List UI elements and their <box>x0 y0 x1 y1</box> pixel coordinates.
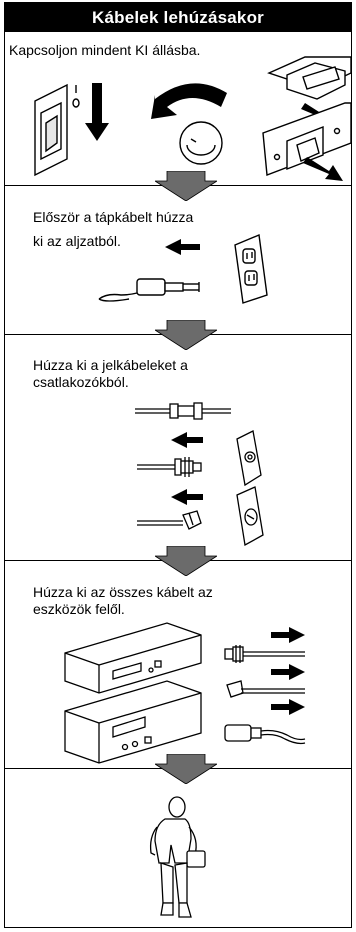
step-2-text: Először a tápkábelt húzza ki az aljzatbó… <box>33 209 193 250</box>
right-arrow-icon-2 <box>271 664 305 680</box>
power-cable-end-icon <box>224 724 306 745</box>
rotary-knob-icon <box>179 121 223 165</box>
step-4-line-1: Húzza ki az összes kábelt az <box>33 584 213 600</box>
next-step-arrow-icon <box>155 171 217 201</box>
step-3-line-1: Húzza ki a jelkábeleket a <box>33 357 188 373</box>
right-arrow-icon <box>271 627 305 643</box>
device-box-icon-2 <box>64 680 202 764</box>
power-plug-icon <box>98 278 200 302</box>
left-arrow-icon <box>171 432 203 448</box>
wall-switch-icon <box>267 56 351 100</box>
coax-cable-end-icon <box>224 645 305 663</box>
next-step-arrow-icon <box>155 754 217 784</box>
head-icon <box>168 796 186 818</box>
coax-wall-jack-icon <box>236 430 262 487</box>
signal-cables-illustration <box>135 402 264 547</box>
step-2-line-2: ki az aljzatból. <box>33 233 121 249</box>
phone-cable-end-icon <box>226 680 305 698</box>
device-box-icon <box>64 622 202 694</box>
next-step-arrow-icon <box>155 320 217 350</box>
press-arrow-icon-2 <box>303 157 343 181</box>
step-2-line-1: Először a tápkábelt húzza <box>33 209 194 225</box>
next-step-arrow-icon <box>155 546 217 576</box>
step-1-line-1: Kapcsoljon mindent KI állásba. <box>9 42 201 58</box>
rocker-switch-icon <box>34 83 80 177</box>
right-arrow-icon-3 <box>271 699 305 715</box>
power-cord-illustration <box>98 234 268 304</box>
person-walking-away-illustration <box>149 796 206 918</box>
torso-icon <box>154 818 192 864</box>
step-4-line-2: eszközök felől. <box>33 601 125 617</box>
power-off-illustration <box>34 56 351 181</box>
page-title: Kábelek lehúzásakor <box>5 3 351 32</box>
wall-outlet-icon <box>234 234 268 304</box>
switch-plate-icon <box>262 102 351 176</box>
screw-connector-icon <box>137 457 202 477</box>
coax-connector-icon <box>135 402 231 420</box>
instruction-sheet: Kábelek lehúzásakor Kapcsoljon mindent K… <box>4 2 352 928</box>
left-arrow-icon <box>165 239 200 255</box>
step-4-text: Húzza ki az összes kábelt az eszközök fe… <box>33 584 213 618</box>
briefcase-icon <box>186 850 206 868</box>
step-1-text: Kapcsoljon mindent KI állásba. <box>9 42 200 59</box>
rotate-arrow-icon <box>151 83 227 119</box>
left-arrow-icon-2 <box>171 489 203 505</box>
phone-wall-jack-icon <box>236 486 264 547</box>
device-cables-illustration <box>64 622 306 764</box>
down-arrow-icon <box>85 83 109 141</box>
phone-plug-icon <box>137 510 202 530</box>
step-3-text: Húzza ki a jelkábeleket a csatlakozókból… <box>33 357 188 391</box>
step-3-line-2: csatlakozókból. <box>33 374 129 390</box>
